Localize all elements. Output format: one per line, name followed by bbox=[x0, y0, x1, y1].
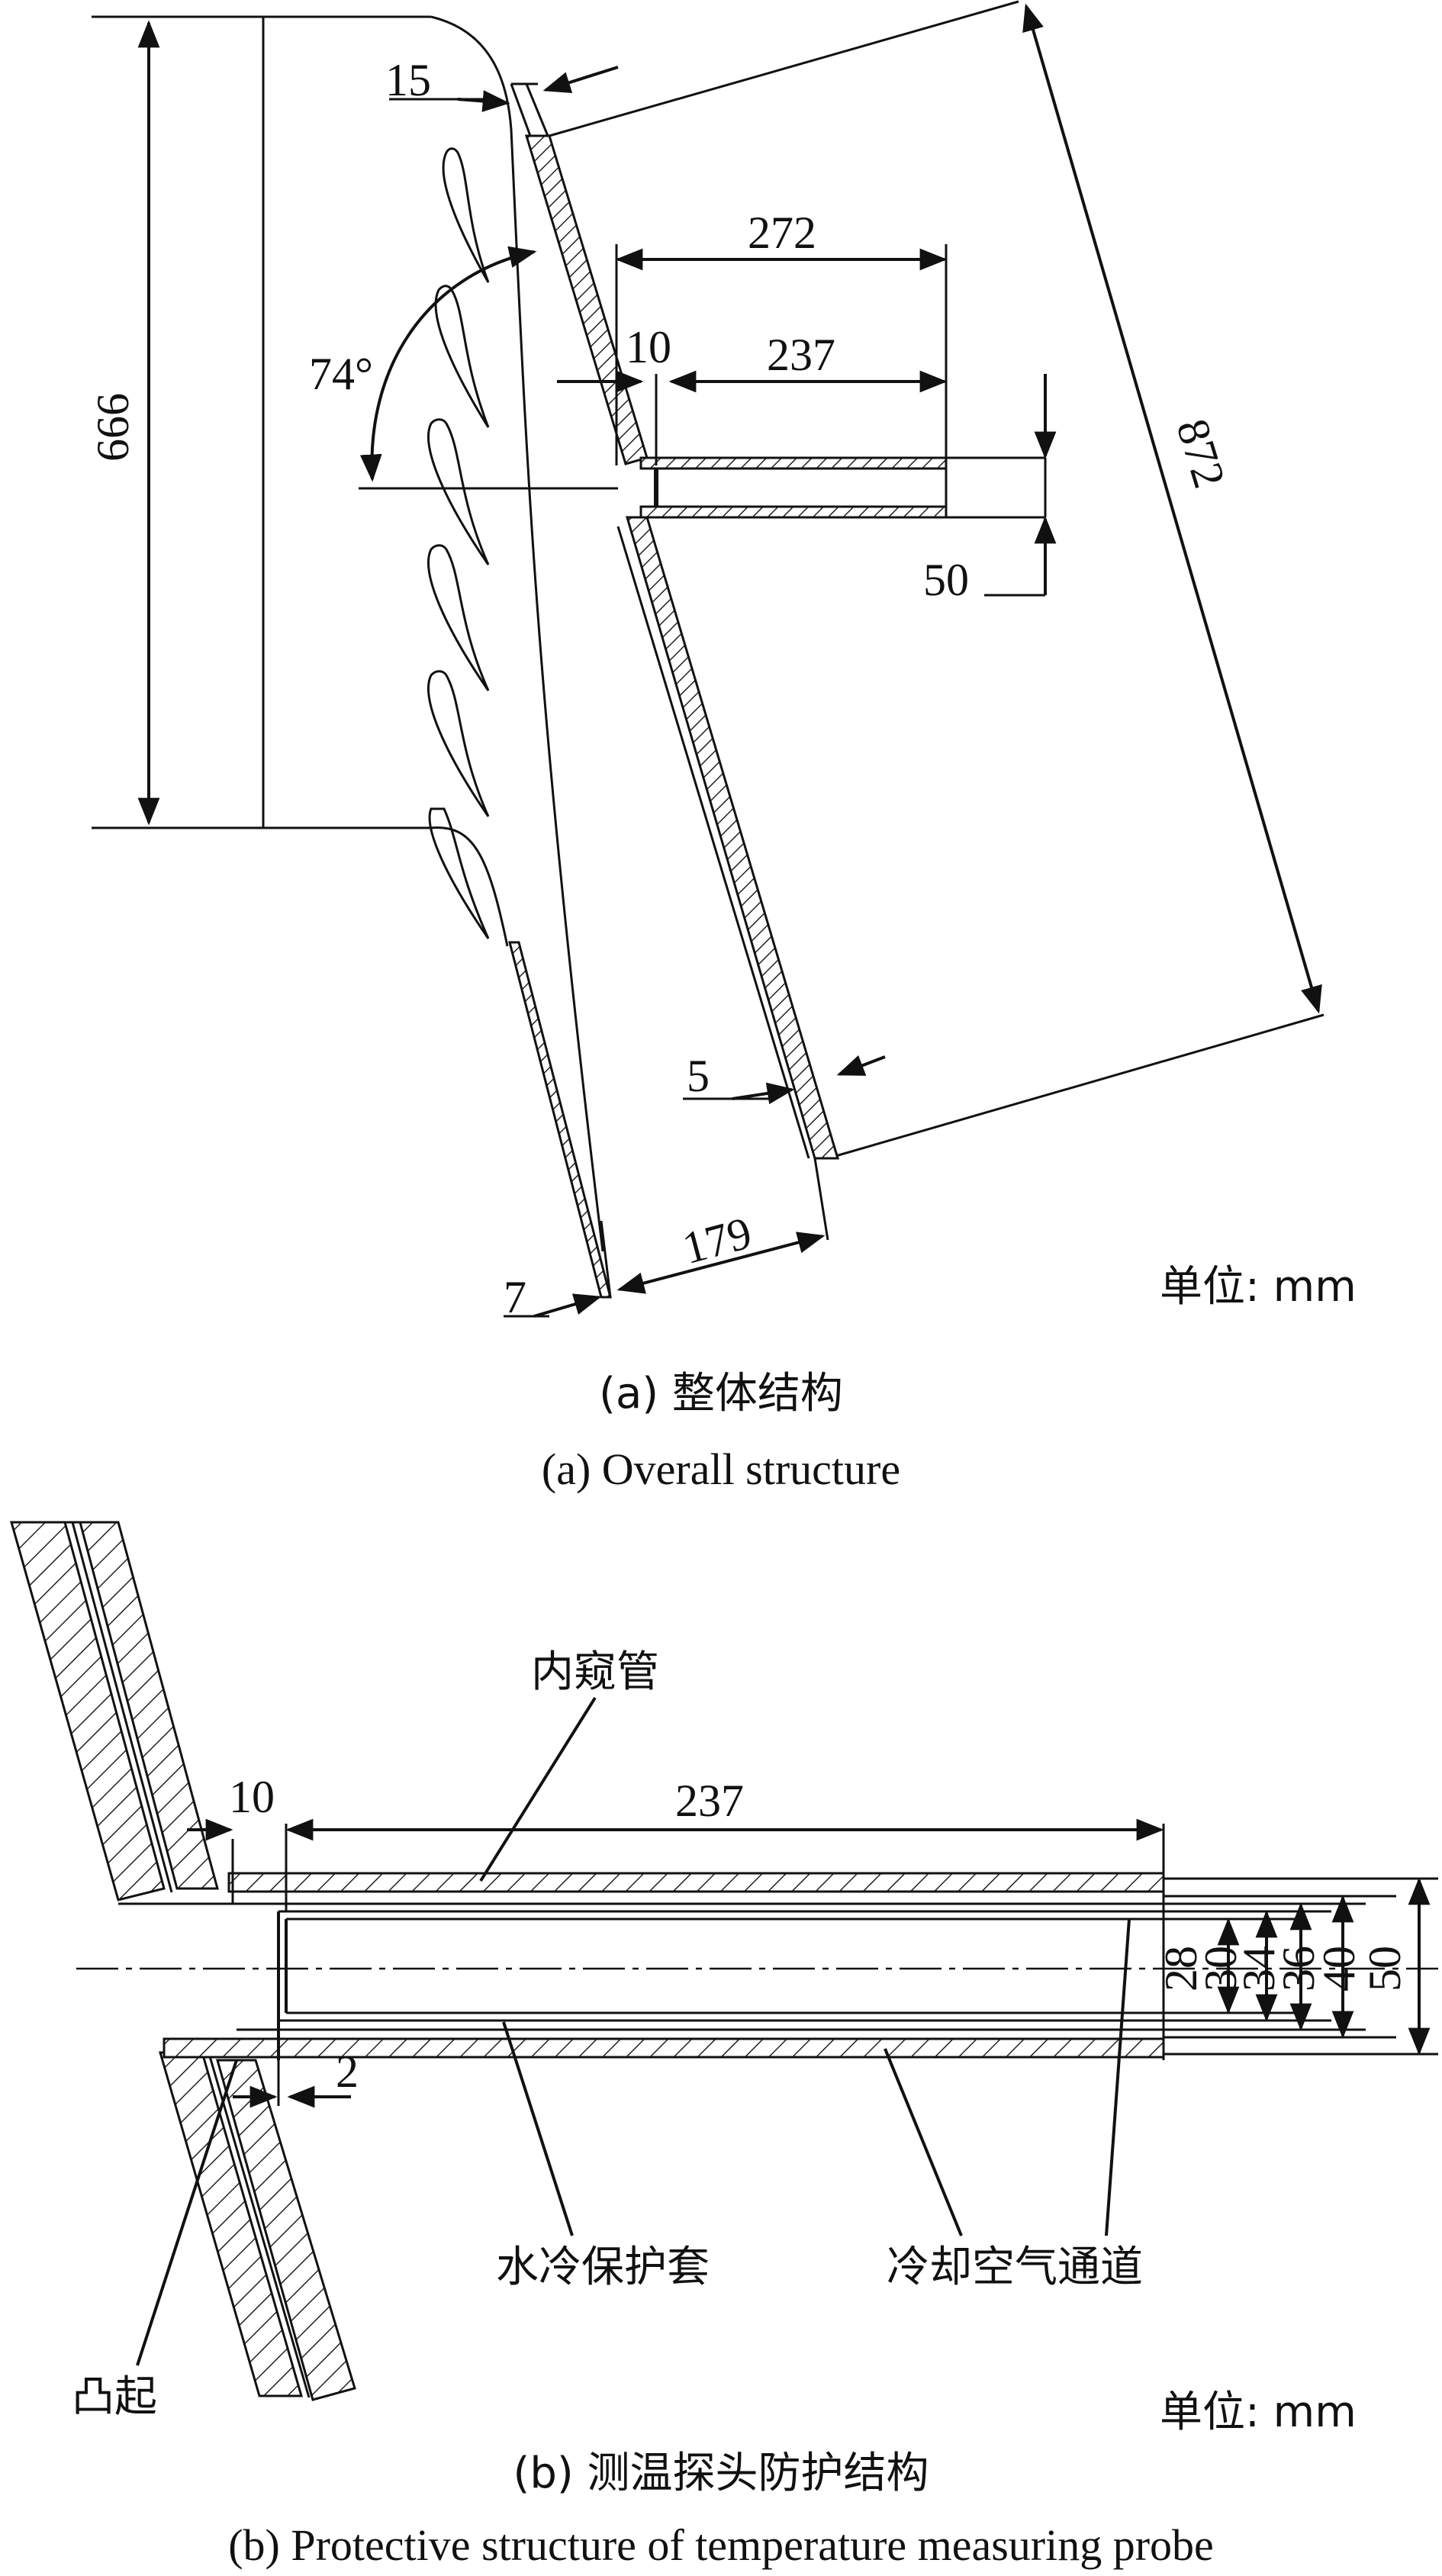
upper-wall-hatched bbox=[524, 134, 649, 465]
leader-bump bbox=[136, 2059, 238, 2366]
label-inner-tube: 内窥管 bbox=[531, 1647, 659, 1697]
dim-237-label: 237 bbox=[767, 330, 835, 380]
dim-b-30-label: 30 bbox=[1196, 1946, 1246, 1992]
figure-b-probe-structure bbox=[10, 1521, 1438, 2401]
dim-872-line bbox=[1022, 3, 1322, 1014]
dim-74-angle-label: 74° bbox=[309, 349, 373, 399]
blade-5 bbox=[427, 670, 490, 817]
dim-b-237-label: 237 bbox=[675, 1776, 744, 1826]
label-air-channel: 冷却空气通道 bbox=[887, 2243, 1143, 2292]
leader-water-jacket bbox=[502, 2021, 574, 2236]
probe-housing-lower bbox=[639, 505, 948, 519]
dim-272-label: 272 bbox=[748, 208, 816, 258]
dim-5-arrow-b bbox=[836, 1055, 886, 1076]
dim-15-label: 15 bbox=[385, 55, 431, 105]
dim-b-28-label: 28 bbox=[1156, 1946, 1206, 1992]
dim-7-label: 7 bbox=[504, 1272, 526, 1322]
blade-6 bbox=[428, 807, 490, 939]
wall-lower-inner-hatched bbox=[216, 2059, 356, 2401]
blade-4 bbox=[427, 544, 490, 691]
figure-b-caption-cn: (b) 测温探头防护结构 bbox=[513, 2449, 929, 2498]
angle-74-arc bbox=[359, 246, 537, 482]
dim-50-label: 50 bbox=[923, 555, 969, 605]
leader-air-channel-2 bbox=[1105, 1918, 1131, 2236]
dim-10-label: 10 bbox=[626, 322, 671, 372]
dim-7-arrow bbox=[533, 1293, 602, 1318]
lower-wall-inner-line bbox=[616, 526, 810, 1159]
dim-5-arrow-a bbox=[732, 1082, 795, 1105]
probe-body bbox=[655, 467, 948, 508]
figure-b-unit: 单位: mm bbox=[1160, 2388, 1357, 2437]
dim-b-2-label: 2 bbox=[336, 2046, 359, 2097]
dim-872-label: 872 bbox=[1167, 413, 1234, 493]
dim-15-arrow-b bbox=[542, 66, 619, 93]
flow-path-outer-curve bbox=[430, 15, 604, 1252]
ref-line-upper bbox=[549, 0, 1019, 137]
dim-b-36-label: 36 bbox=[1273, 1946, 1324, 1992]
dim-15-arrow-a bbox=[457, 90, 510, 112]
tube-upper-wall-hatched bbox=[227, 1872, 1165, 1893]
tube-lower-wall-hatched bbox=[163, 2037, 1165, 2059]
figure-b-caption-en: (b) Protective structure of temperature … bbox=[228, 2520, 1214, 2570]
wall-upper-gap-line bbox=[71, 1521, 173, 1893]
figure-a-overall-structure bbox=[92, 0, 1325, 1318]
ref-line-lower bbox=[827, 1013, 1325, 1160]
dim-666-label: 666 bbox=[88, 393, 138, 462]
flow-path-lower-curve bbox=[430, 826, 509, 947]
leader-inner-tube bbox=[479, 1696, 597, 1882]
blade-1 bbox=[442, 147, 490, 283]
figure-a-caption-cn: (a) 整体结构 bbox=[599, 1369, 843, 1418]
dim-179-ext-left bbox=[600, 1220, 612, 1298]
dim-b-50-label: 50 bbox=[1360, 1946, 1410, 1992]
top-plate-line-1 bbox=[510, 83, 532, 137]
blade-3 bbox=[427, 418, 490, 565]
label-bump: 凸起 bbox=[72, 2372, 157, 2422]
top-plate-line-2 bbox=[525, 83, 549, 137]
label-water-jacket: 水冷保护套 bbox=[496, 2243, 710, 2292]
leader-air-channel-1 bbox=[884, 2048, 963, 2236]
probe-housing-upper bbox=[639, 456, 948, 470]
dim-5-label: 5 bbox=[687, 1051, 710, 1101]
bottom-thin-strip bbox=[508, 941, 612, 1299]
dim-179-line bbox=[616, 1232, 826, 1294]
lower-wall-hatched bbox=[625, 516, 840, 1160]
figure-a-caption-en: (a) Overall structure bbox=[542, 1444, 900, 1494]
blade-row bbox=[427, 147, 490, 939]
dim-b-34-label: 34 bbox=[1234, 1946, 1284, 1992]
dim-b-40-label: 40 bbox=[1314, 1946, 1364, 1992]
blade-2 bbox=[434, 285, 490, 428]
dim-179-ext-right bbox=[813, 1158, 829, 1241]
wall-lower-gap-line bbox=[208, 2056, 311, 2398]
figure-a-unit: 单位: mm bbox=[1160, 1262, 1357, 1312]
dim-b-10-label: 10 bbox=[229, 1772, 275, 1822]
dim-179-label: 179 bbox=[678, 1207, 757, 1274]
